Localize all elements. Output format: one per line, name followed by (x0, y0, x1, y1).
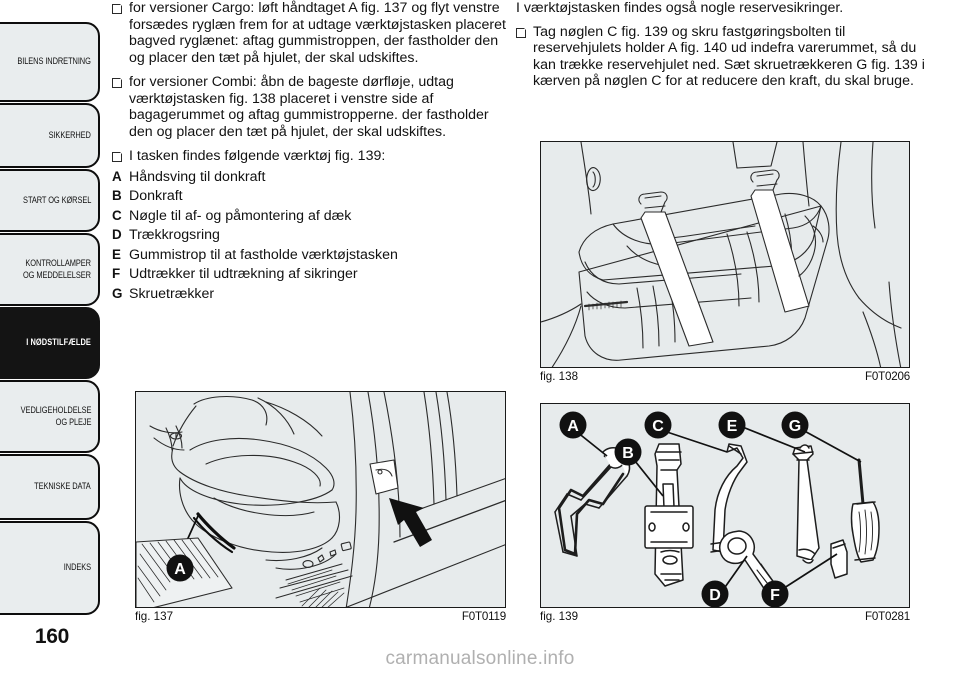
sidebar-item-kontrollamper-og-meddelelser[interactable]: KONTROLLAMPER OG MEDDELELSER (0, 233, 100, 306)
sidebar-item-label: VEDLIGEHOLDELSE OG PLEJE (20, 405, 91, 427)
list-item-letter: E (112, 246, 121, 262)
sidebar-item-label: TEKNISKE DATA (34, 481, 91, 492)
svg-text:D: D (709, 587, 721, 604)
figure-138-image (540, 141, 910, 368)
figure-139: A B C D E F G fig. 139 F0T0281 (540, 403, 910, 623)
callout-markers: A B C D E F G (559, 411, 809, 607)
svg-text:F: F (770, 587, 780, 604)
list-item: B Donkraft (112, 188, 508, 205)
list-item-letter: A (112, 168, 122, 184)
figure-139-image: A B C D E F G (540, 403, 910, 608)
figure-137-caption: fig. 137 F0T0119 (135, 610, 506, 623)
sidebar-item-label: START OG KØRSEL (22, 194, 91, 205)
list-item-letter: D (112, 227, 122, 242)
right-text-column: I værktøjstasken findes også nogle reser… (516, 0, 936, 98)
tool-list: A Håndsving til donkraft B Donkraft C Nø… (112, 169, 508, 303)
list-item: C Nøgle til af- og påmontering af dæk (112, 208, 508, 225)
figure-code: F0T0119 (461, 610, 506, 623)
figure-138-caption: fig. 138 F0T0206 (540, 370, 910, 383)
figure-137: A fig. 137 F0T0119 (135, 391, 506, 623)
sidebar-item-i-nodstilfaelde[interactable]: I NØDSTILFÆLDE (0, 307, 100, 379)
list-item: A Håndsving til donkraft (112, 169, 508, 186)
square-bullet-icon (112, 148, 129, 165)
figure-139-caption: fig. 139 F0T0281 (540, 610, 910, 623)
sidebar-item-sikkerhed[interactable]: SIKKERHED (0, 103, 100, 168)
list-item-letter: G (112, 285, 123, 301)
figure-137-image: A (135, 391, 506, 608)
svg-text:G: G (789, 418, 801, 435)
figure-code: F0T0281 (864, 610, 910, 623)
content-area: for versioner Cargo: løft håndtaget A fi… (104, 0, 960, 678)
list-item-letter: C (112, 207, 122, 223)
sidebar-item-label: BILENS INDRETNING (17, 56, 92, 67)
bullet-paragraph: I tasken findes følgende værktøj fig. 13… (112, 148, 508, 165)
svg-text:C: C (652, 418, 664, 435)
list-item-label: Udtrækker til udtrækning af sikringer (129, 266, 358, 282)
sidebar-item-label: SIKKERHED (48, 129, 91, 140)
svg-text:A: A (567, 418, 579, 435)
sidebar-item-tekniske-data[interactable]: TEKNISKE DATA (0, 454, 100, 520)
figure-label: fig. 139 (540, 610, 579, 623)
list-item: E Gummistrop til at fastholde værktøjsta… (112, 247, 508, 264)
car-seat-handle-illustration: A (136, 392, 505, 607)
bullet-paragraph: for versioner Combi: åbn de bageste dørf… (112, 74, 508, 140)
square-bullet-icon (516, 24, 533, 90)
bullet-paragraph: for versioner Cargo: løft håndtaget A fi… (112, 0, 508, 66)
bullet-text: Tag nøglen C fig. 139 og skru fastgøring… (533, 23, 925, 90)
figure-code: F0T0206 (864, 370, 910, 383)
list-item-label: Donkraft (129, 188, 183, 204)
list-item: D Trækkrogsring (112, 227, 508, 244)
sidebar-item-label: INDEKS (63, 562, 91, 573)
svg-text:A: A (174, 561, 186, 578)
square-bullet-icon (112, 0, 129, 66)
arrow-icon (389, 498, 432, 547)
sidebar-item-start-og-korsel[interactable]: START OG KØRSEL (0, 169, 100, 232)
sidebar-item-label: KONTROLLAMPER OG MEDDELELSER (23, 258, 91, 280)
sidebar-item-vedligeholdelse-og-pleje[interactable]: VEDLIGEHOLDELSE OG PLEJE (0, 380, 100, 453)
figure-label: fig. 138 (540, 370, 579, 383)
list-item-label: Skruetrækker (129, 285, 215, 302)
sidebar-item-indeks[interactable]: INDEKS (0, 521, 100, 615)
figure-138: fig. 138 F0T0206 (540, 141, 910, 383)
svg-text:B: B (622, 445, 634, 462)
page-number: 160 (34, 625, 70, 648)
svg-text:E: E (727, 418, 738, 435)
list-item: F Udtrækker til udtrækning af sikringer (112, 266, 508, 283)
list-item-letter: B (112, 188, 122, 203)
bullet-text: for versioner Cargo: løft håndtaget A fi… (129, 0, 506, 66)
callout-a-marker (166, 554, 194, 582)
square-bullet-icon (112, 74, 129, 140)
bullet-text: I tasken findes følgende værktøj fig. 13… (129, 148, 386, 164)
sidebar: BILENS INDRETNING SIKKERHED START OG KØR… (0, 0, 104, 678)
list-item-label: Håndsving til donkraft (129, 168, 266, 185)
bullet-text: for versioner Combi: åbn de bageste dørf… (129, 74, 489, 140)
sidebar-item-label: I NØDSTILFÆLDE (26, 337, 91, 348)
list-item: G Skruetrækker (112, 286, 508, 303)
list-item-letter: F (112, 266, 121, 281)
tool-kit-contents-illustration: A B C D E F G (554, 411, 880, 607)
figure-label: fig. 137 (135, 610, 174, 623)
left-text-column: for versioner Cargo: løft håndtaget A fi… (112, 0, 508, 305)
sidebar-item-bilens-indretning[interactable]: BILENS INDRETNING (0, 22, 100, 102)
bullet-paragraph: Tag nøglen C fig. 139 og skru fastgøring… (516, 24, 936, 90)
tool-bag-in-boot-illustration (541, 142, 902, 367)
list-item-label: Trækkrogsring (129, 227, 220, 243)
list-item-label: Gummistrop til at fastholde værktøjstask… (129, 246, 398, 263)
list-item-label: Nøgle til af- og påmontering af dæk (129, 207, 352, 224)
intro-paragraph: I værktøjstasken findes også nogle reser… (516, 0, 844, 16)
watermark: carmanualsonline.info (385, 648, 575, 669)
